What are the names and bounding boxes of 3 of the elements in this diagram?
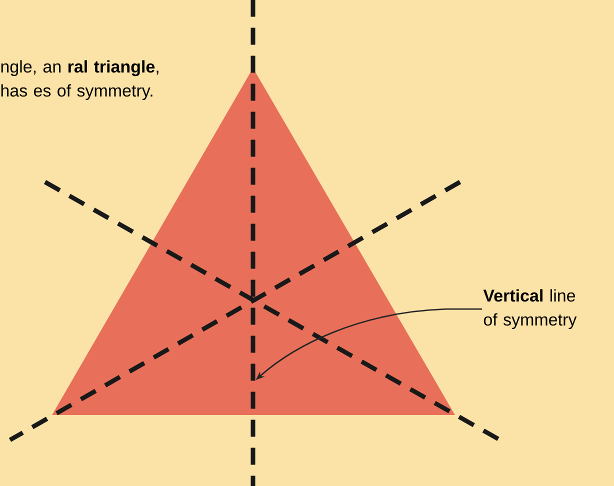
callout-text: Vertical line of symmetry	[483, 289, 577, 330]
symmetry-line	[250, 0, 256, 486]
note-text: ngle, an ral triangle, has es of symmetry.	[1, 60, 158, 100]
